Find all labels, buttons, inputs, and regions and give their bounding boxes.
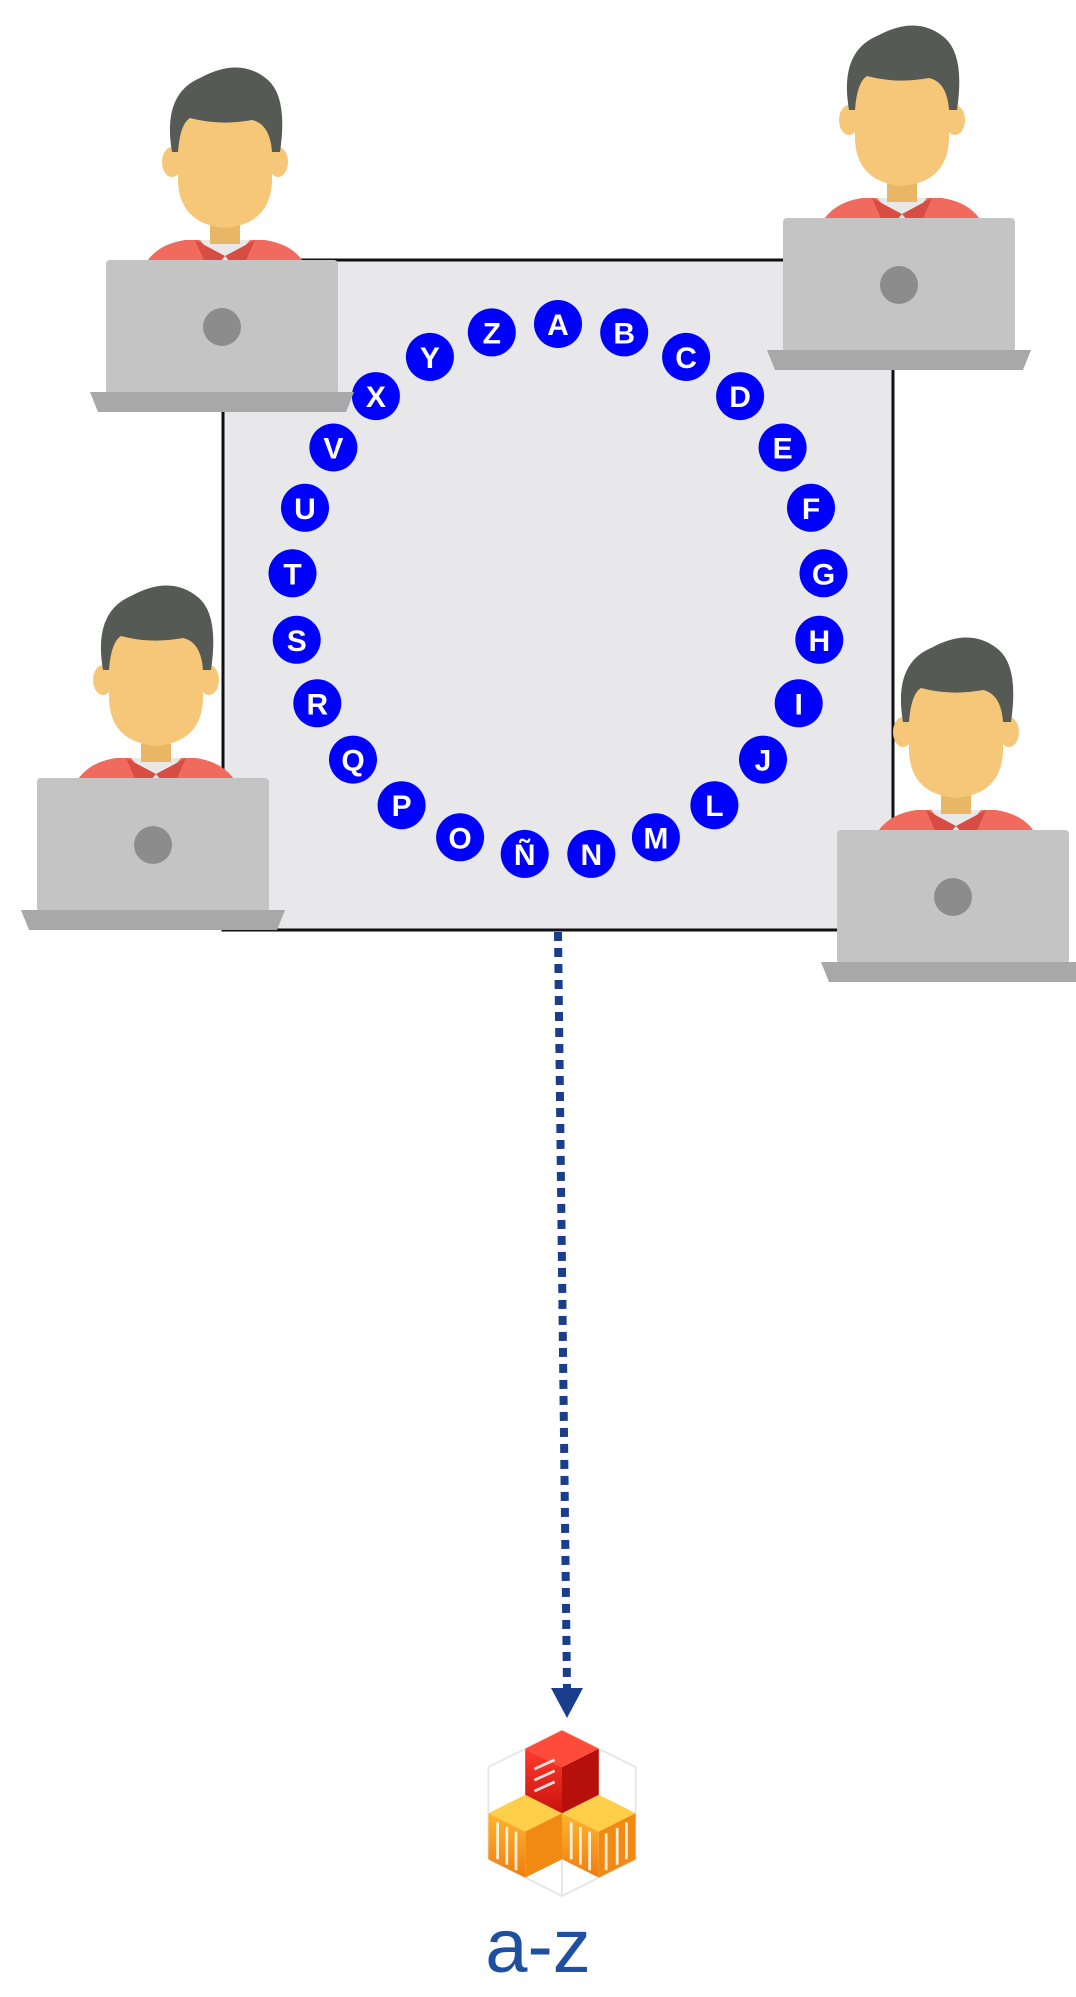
letter-node: E <box>758 423 807 472</box>
output-label: a-z <box>485 1904 591 1989</box>
letter-node: B <box>600 308 649 357</box>
connector-arrow-line <box>554 931 571 1689</box>
letter-node: J <box>739 735 787 784</box>
letter-node: P <box>377 781 426 830</box>
letter-circle <box>351 372 400 421</box>
letter-circle <box>293 679 342 728</box>
letter-label: H <box>808 625 830 658</box>
letter-circle <box>758 423 807 472</box>
letter-label: V <box>323 433 343 466</box>
letter-node: D <box>716 372 765 421</box>
letter-node: U <box>281 483 329 532</box>
letter-label: M <box>643 822 668 855</box>
letter-node: O <box>436 813 485 862</box>
letter-circle <box>662 332 711 381</box>
letter-node: R <box>293 679 342 728</box>
letter-label: D <box>729 381 751 414</box>
letter-circle <box>787 483 835 532</box>
letter-node: T <box>268 549 317 598</box>
letter-node: F <box>787 483 835 532</box>
user-top-right <box>767 25 1031 370</box>
letter-label: L <box>705 790 723 823</box>
letter-label: P <box>392 790 412 823</box>
letter-circle <box>795 615 844 664</box>
letter-circle <box>600 308 649 357</box>
letter-label: U <box>294 493 316 526</box>
letter-label: B <box>613 317 635 350</box>
letter-node: H <box>795 615 844 664</box>
letter-label: C <box>675 342 697 375</box>
letter-node: M <box>631 813 680 862</box>
letter-node: X <box>351 372 400 421</box>
letter-node: Y <box>405 332 454 381</box>
letter-label: E <box>773 433 793 466</box>
letter-label: R <box>306 688 328 721</box>
user-top-left <box>90 67 354 412</box>
letter-circle <box>716 372 765 421</box>
letter-circle <box>567 829 616 878</box>
letter-node: N <box>567 829 616 878</box>
letter-circle <box>467 308 516 357</box>
letter-label: S <box>287 625 307 658</box>
user-laptop-icon <box>90 67 354 412</box>
letter-circle <box>774 679 823 728</box>
letter-circle <box>281 483 329 532</box>
letter-circle <box>690 781 739 830</box>
letter-label: N <box>580 839 602 872</box>
letter-circle <box>268 549 317 598</box>
letter-label: G <box>812 558 835 591</box>
letter-node: A <box>534 300 582 348</box>
letter-label: I <box>795 688 803 721</box>
letter-label: A <box>547 309 569 342</box>
letter-label: F <box>802 493 820 526</box>
connector-arrowhead <box>551 1688 583 1718</box>
letter-node: Z <box>467 308 516 357</box>
letter-node: C <box>662 332 711 381</box>
letter-label: O <box>448 822 471 855</box>
letter-circle <box>500 829 549 878</box>
letter-circle <box>631 813 680 862</box>
letter-node: I <box>774 679 823 728</box>
letter-circle <box>329 735 377 784</box>
letter-circle <box>405 332 454 381</box>
letter-circle <box>739 735 787 784</box>
letter-label: X <box>366 381 386 414</box>
user-laptop-icon <box>767 25 1031 370</box>
letter-circle <box>799 549 848 598</box>
stacked-cubes-icon <box>487 1729 637 1898</box>
letter-circle <box>436 813 485 862</box>
letter-label: Y <box>420 342 440 375</box>
letter-node: G <box>799 549 848 598</box>
letter-circle <box>377 781 426 830</box>
letter-label: T <box>283 558 301 591</box>
letter-label: J <box>755 745 772 778</box>
letter-node: Q <box>329 735 377 784</box>
letter-circle <box>272 615 321 664</box>
letter-circle <box>309 423 358 472</box>
letter-node: S <box>272 615 321 664</box>
letter-label: Ñ <box>514 838 536 872</box>
letter-circle <box>534 300 582 348</box>
letter-label: Q <box>341 745 364 778</box>
letter-node: V <box>309 423 358 472</box>
letter-label: Z <box>483 317 501 350</box>
letter-node: L <box>690 781 739 830</box>
letter-node: Ñ <box>500 829 549 878</box>
